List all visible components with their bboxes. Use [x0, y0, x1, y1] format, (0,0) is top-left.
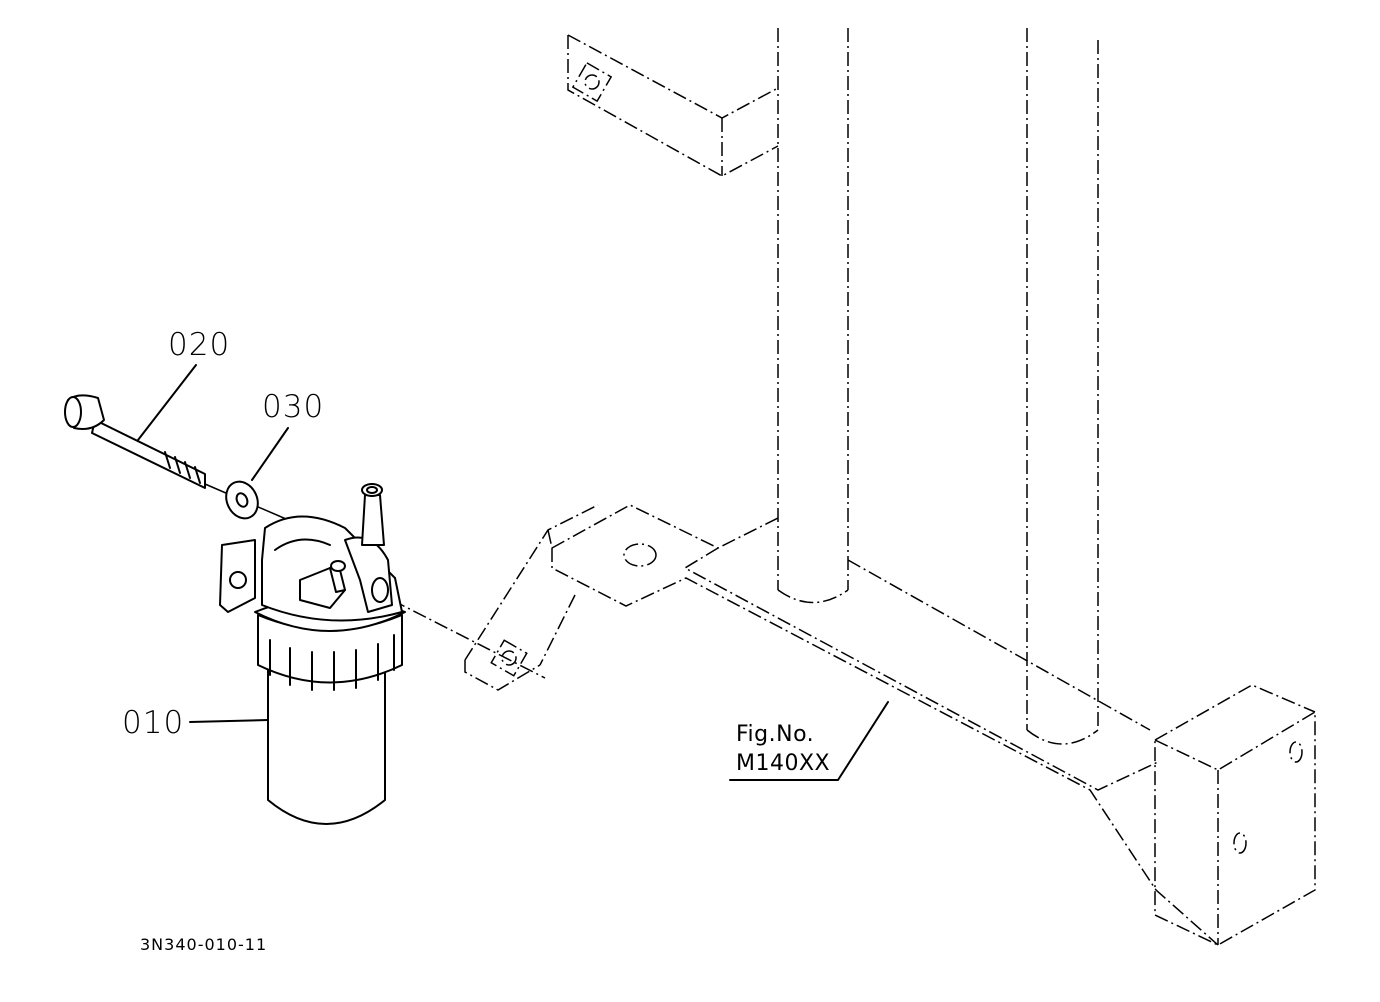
machine-frame: [464, 28, 1316, 946]
washer-part-030: [225, 480, 259, 520]
leader-010: [189, 719, 269, 723]
callout-030: 030: [262, 389, 325, 425]
fuel-filter-part-010: [219, 483, 406, 825]
callout-020: 020: [168, 327, 231, 363]
bolt-part-020: [64, 394, 206, 489]
drawing-id: 3N340-010-11: [140, 935, 268, 954]
mounting-axis-line: [391, 599, 546, 679]
callout-010: 010: [122, 705, 185, 741]
leader-020: [137, 364, 197, 441]
leader-030: [251, 427, 289, 481]
figure-ref-number: M140XX: [736, 751, 831, 776]
figure-ref-label: Fig.No.: [736, 722, 815, 747]
leader-figref: [729, 701, 889, 781]
